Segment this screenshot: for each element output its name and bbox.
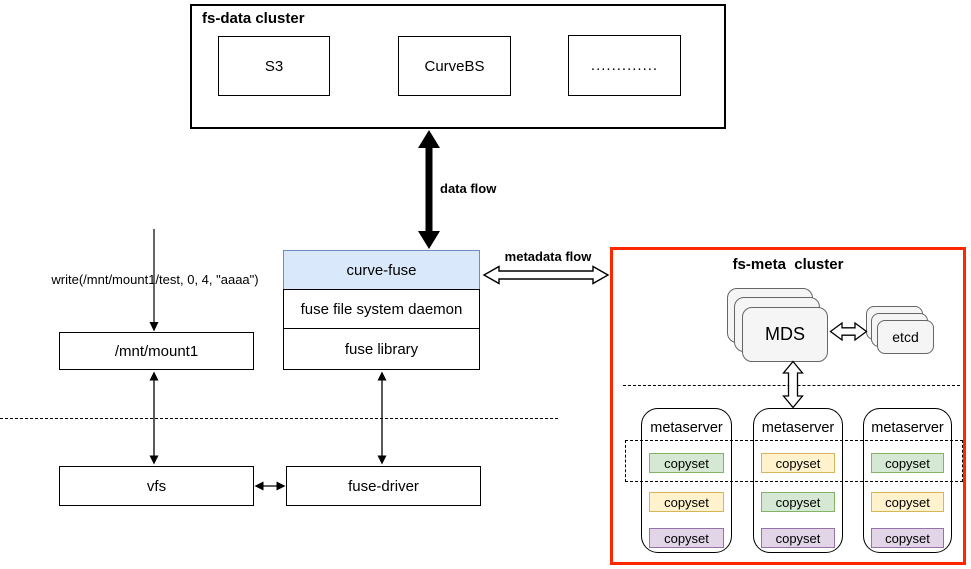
- fuse-daemon-node: fuse file system daemon: [283, 288, 480, 330]
- vfs-node: vfs: [59, 466, 254, 506]
- copyset-node: copyset: [871, 528, 944, 548]
- metaserver-node: metaserver copyset copyset copyset: [641, 408, 732, 553]
- curvebs-node: CurveBS: [398, 36, 511, 96]
- mds-metaservers-double-arrow-icon: [782, 360, 804, 409]
- write-syscall-label: write(/mnt/mount1/test, 0, 4, "aaaa"): [51, 272, 259, 287]
- metaserver-label: metaserver: [650, 420, 723, 436]
- fuse-driver-node: fuse-driver: [286, 466, 481, 506]
- library-driver-double-arrow-icon: [377, 371, 387, 465]
- metadata-flow-label: metadata flow: [504, 249, 592, 264]
- metadata-flow-arrow-icon: [482, 265, 610, 285]
- metaserver-label: metaserver: [871, 420, 944, 436]
- copyset-group-dashed-rect: [625, 440, 963, 482]
- copyset-node: copyset: [761, 528, 835, 548]
- vfs-driver-double-arrow-icon: [254, 481, 286, 491]
- copyset-node: copyset: [649, 453, 724, 473]
- mount-vfs-double-arrow-icon: [149, 371, 159, 465]
- metaserver-node: metaserver copyset copyset copyset: [753, 408, 843, 553]
- fs-meta-cluster-title: fs-meta cluster: [732, 256, 844, 273]
- client-stack: curve-fuse fuse file system daemon fuse …: [283, 250, 480, 370]
- mds-node: MDS: [742, 307, 828, 362]
- metaserver-node: metaserver copyset copyset copyset: [863, 408, 952, 553]
- fuse-library-node: fuse library: [283, 328, 480, 370]
- fs-meta-cluster-box: [610, 247, 966, 565]
- ellipsis-node: .............: [568, 35, 681, 96]
- curve-fuse-node: curve-fuse: [283, 250, 480, 290]
- data-flow-arrow-icon: [418, 130, 440, 249]
- etcd-node: etcd: [877, 320, 934, 354]
- metaserver-label: metaserver: [761, 420, 835, 436]
- fs-data-cluster-title: fs-data cluster: [202, 10, 305, 27]
- kernel-boundary-dashed-line: [0, 418, 558, 419]
- copyset-node: copyset: [871, 453, 944, 473]
- copyset-node: copyset: [761, 453, 835, 473]
- s3-node: S3: [218, 36, 330, 96]
- copyset-node: copyset: [761, 492, 835, 512]
- copyset-node: copyset: [649, 492, 724, 512]
- copyset-node: copyset: [871, 492, 944, 512]
- write-down-arrow-icon: [149, 229, 159, 332]
- mds-etcd-double-arrow-icon: [829, 321, 868, 342]
- copyset-node: copyset: [649, 528, 724, 548]
- mount-point-node: /mnt/mount1: [59, 332, 254, 370]
- data-flow-label: data flow: [440, 181, 497, 196]
